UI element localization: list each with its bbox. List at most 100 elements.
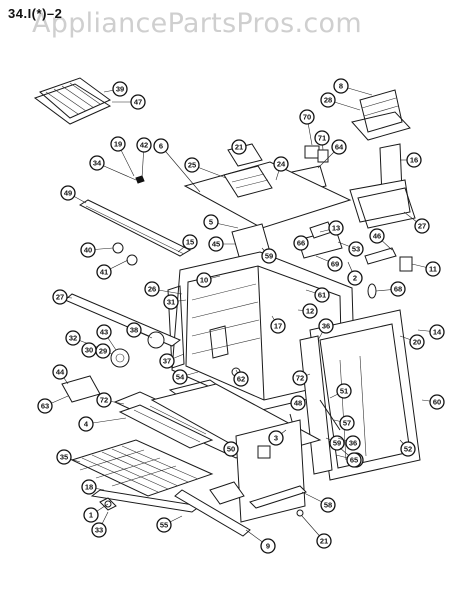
callout-bubble: [320, 497, 336, 513]
part-callout: 61: [305, 287, 330, 303]
callout-bubble: [208, 236, 224, 252]
callout-bubble: [110, 136, 126, 152]
part-callout: 25: [184, 157, 227, 179]
part-number: 42: [140, 141, 148, 150]
part-callout: 2: [347, 261, 363, 286]
callout-bubble: [400, 441, 416, 457]
part-callout: 14: [417, 324, 445, 340]
part-number: 28: [324, 96, 332, 105]
callout-bubble: [130, 94, 146, 110]
part-callout: 36: [337, 435, 361, 451]
part-number: 17: [274, 322, 282, 331]
part-callout: 8: [333, 78, 373, 96]
part-number: 62: [237, 375, 245, 384]
part-callout: 36: [317, 318, 334, 341]
part-number: 38: [130, 326, 138, 335]
callout-bubble: [184, 157, 200, 173]
part-callout: 48: [290, 395, 306, 411]
callout-bubble: [348, 241, 364, 257]
part-callout: 4: [78, 416, 127, 432]
part-callout: 65: [339, 447, 362, 468]
callout-bubble: [52, 364, 68, 380]
part-callout: 33: [91, 511, 109, 538]
callout-bubble: [144, 281, 160, 297]
part-number: 21: [320, 537, 328, 546]
part-number: 64: [335, 143, 344, 152]
part-callout: 45: [208, 236, 236, 252]
part-number: 15: [186, 238, 194, 247]
part-number: 55: [160, 521, 168, 530]
part-number: 10: [200, 276, 208, 285]
part-callout: 15: [177, 234, 198, 253]
part-callout: 27: [52, 289, 73, 305]
callout-bubble: [80, 242, 96, 258]
callout-bubble: [292, 370, 308, 386]
callout-bubble: [172, 369, 188, 385]
part-number: 29: [99, 347, 107, 356]
callout-bubble: [270, 318, 286, 334]
part-callout: 52: [399, 439, 416, 457]
part-number: 72: [100, 396, 108, 405]
part-number: 43: [100, 328, 108, 337]
callout-bubble: [231, 139, 247, 155]
callout-bubble: [328, 220, 344, 236]
part-number: 13: [332, 224, 340, 233]
callout-bubble: [406, 152, 422, 168]
callout-bubble: [261, 248, 277, 264]
part-number: 33: [95, 526, 103, 535]
part-callout: 69: [315, 255, 343, 272]
fan-motor-drawing: [61, 331, 241, 403]
callout-bubble: [429, 324, 445, 340]
part-number: 51: [340, 387, 348, 396]
part-number: 61: [318, 291, 326, 300]
part-callout: 44: [52, 364, 69, 385]
part-number: 36: [349, 439, 357, 448]
callout-bubble: [425, 261, 441, 277]
callout-bubble: [327, 256, 343, 272]
part-callout: 11: [411, 261, 441, 277]
kick-panel-drawing: [174, 481, 251, 537]
part-callout: 50: [223, 441, 239, 457]
part-callout: 43: [96, 324, 117, 351]
part-callout: 28: [320, 92, 361, 111]
part-callout: 5: [203, 214, 239, 230]
part-number: 59: [265, 252, 273, 261]
part-callout: 54: [172, 369, 199, 385]
part-callout: 35: [56, 449, 81, 465]
callout-bubble: [316, 533, 332, 549]
part-callout: 21: [301, 515, 332, 549]
part-callout: 58: [301, 491, 336, 513]
part-callout: 27: [403, 211, 430, 234]
callout-bubble: [112, 81, 128, 97]
part-callout: 42: [136, 137, 152, 179]
part-number: 45: [212, 240, 220, 249]
part-callout: 47: [112, 94, 146, 110]
part-callout: 70: [299, 109, 315, 146]
part-number: 63: [41, 402, 49, 411]
part-number: 12: [306, 307, 314, 316]
part-number: 21: [235, 143, 243, 152]
part-callout: 57: [333, 415, 355, 431]
part-number: 1: [89, 511, 93, 520]
part-number: 27: [418, 222, 426, 231]
callout-bubble: [336, 383, 352, 399]
callout-bubble: [37, 398, 53, 414]
callout-bubble: [96, 324, 112, 340]
part-callout: 40: [80, 242, 114, 258]
part-callout: 19: [110, 136, 135, 177]
callout-bubble: [314, 287, 330, 303]
callout-bubble: [390, 281, 406, 297]
part-callout: 55: [156, 515, 183, 533]
part-number: 34: [93, 159, 102, 168]
part-number: 59: [333, 439, 341, 448]
callout-bubble: [314, 130, 330, 146]
bottom-rail-drawing: [90, 489, 202, 513]
callout-bubble: [268, 430, 284, 446]
top-panel-drawing: [135, 143, 352, 229]
callout-bubble: [331, 139, 347, 155]
callout-bubble: [196, 272, 212, 288]
callout-bubble: [156, 517, 172, 533]
callout-bubble: [299, 109, 315, 125]
callout-bubble: [126, 322, 142, 338]
